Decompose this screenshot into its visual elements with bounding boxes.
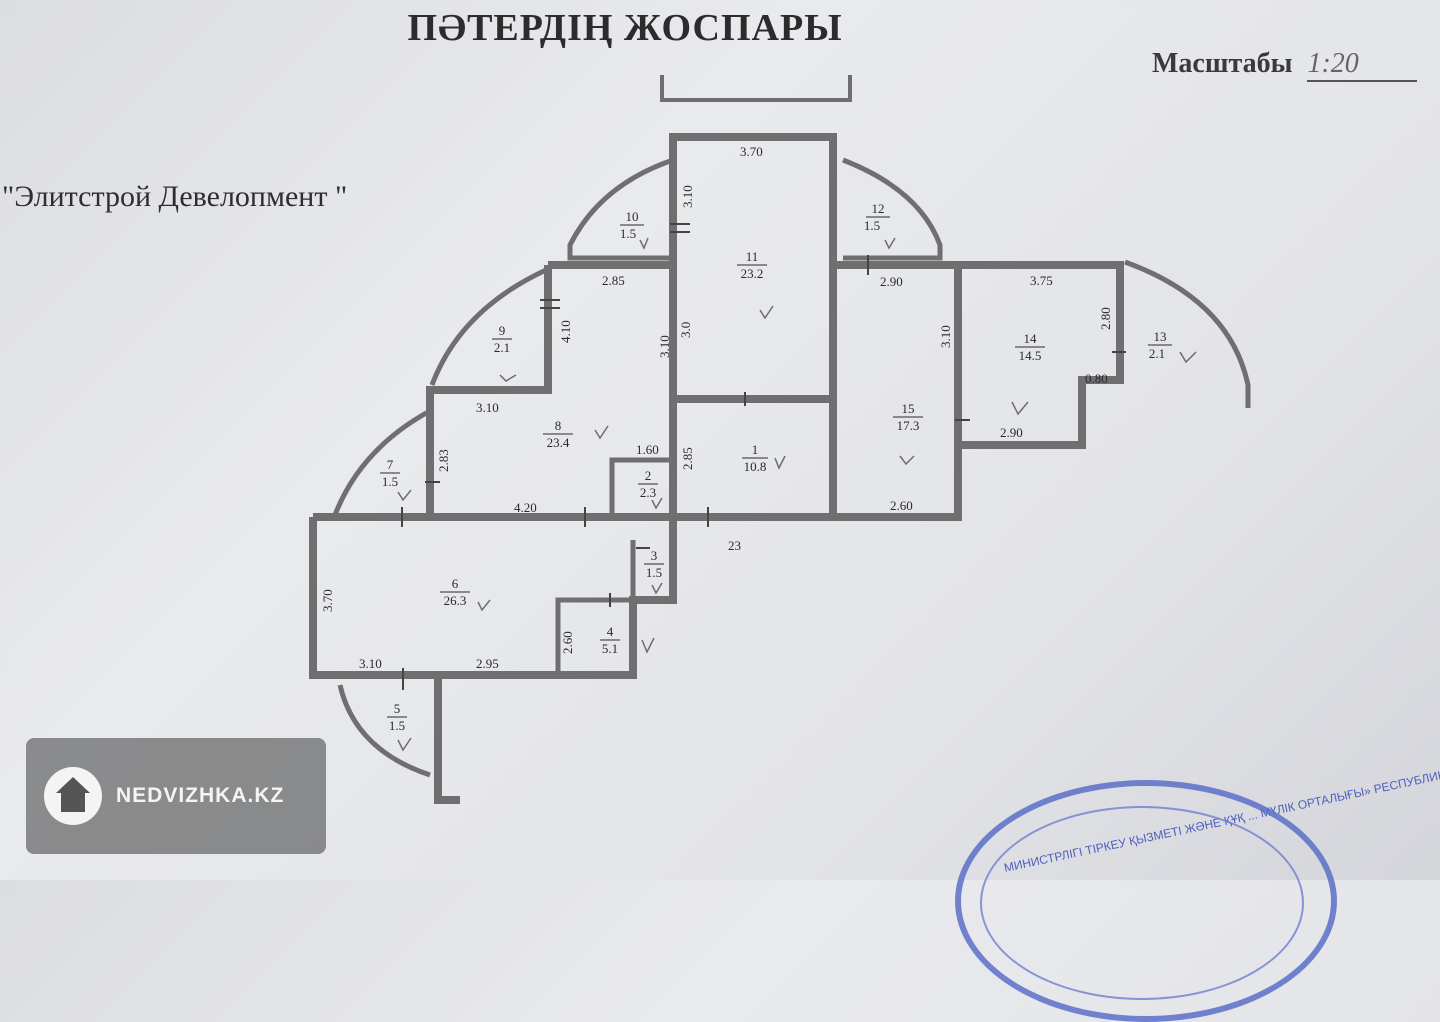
- room-label: 6 26.3: [440, 576, 470, 608]
- scale-value: 1:20: [1307, 48, 1418, 82]
- scale-caption: Масштабы: [1152, 48, 1293, 79]
- dimension-label: 3.75: [1030, 273, 1053, 288]
- check-marks: [397, 237, 1197, 752]
- room-area: 1.5: [864, 218, 880, 233]
- room-label: 2 2.3: [638, 468, 658, 500]
- room-label: 13 2.1: [1148, 329, 1172, 361]
- room-number: 13: [1154, 329, 1167, 344]
- room-area: 23.4: [547, 435, 570, 450]
- dimension-label: 2.60: [890, 498, 913, 513]
- room-area: 1.5: [382, 474, 398, 489]
- room-area: 2.3: [640, 485, 656, 500]
- room-area: 1.5: [620, 226, 636, 241]
- room-label: 1 10.8: [742, 442, 768, 474]
- room-number: 1: [752, 442, 759, 457]
- dimension-label: 3.10: [476, 400, 499, 415]
- room-area: 14.5: [1019, 348, 1042, 363]
- dimension-label: 4.10: [558, 320, 573, 343]
- room-label: 12 1.5: [864, 201, 890, 233]
- room-number: 15: [902, 401, 915, 416]
- room-area: 26.3: [444, 593, 467, 608]
- room-area: 2.1: [494, 340, 510, 355]
- room-area: 23.2: [741, 266, 764, 281]
- room-number: 10: [626, 209, 639, 224]
- room-label: 9 2.1: [492, 323, 512, 355]
- dimension-label: 3.70: [740, 144, 763, 159]
- page-title: ПӘТЕРДІҢ ЖОСПАРЫ: [407, 7, 843, 49]
- room-number: 9: [499, 323, 506, 338]
- dimension-label: 2.90: [880, 274, 903, 289]
- room-label: 3 1.5: [644, 548, 664, 580]
- stamp-inner-ring: [980, 806, 1304, 1000]
- dimension-label: 3.10: [680, 185, 695, 208]
- room-number: 12: [872, 201, 885, 216]
- scale-label: Масштабы 1:20: [1152, 48, 1418, 82]
- dimension-label: 0.80: [1085, 371, 1108, 386]
- room-number: 2: [645, 468, 652, 483]
- dimension-label: 2.83: [436, 449, 451, 472]
- room-area: 5.1: [602, 641, 618, 656]
- room-number: 14: [1024, 331, 1038, 346]
- room-number: 11: [746, 249, 759, 264]
- marker-label: 23: [728, 538, 741, 553]
- dimension-label: 3.10: [938, 325, 953, 348]
- room-label: 8 23.4: [543, 418, 573, 450]
- room-number: 5: [394, 701, 401, 716]
- watermark: NEDVIZHKA.KZ: [26, 738, 326, 854]
- room-label: 15 17.3: [893, 401, 923, 433]
- room-area: 1.5: [646, 565, 662, 580]
- company-name: "Элитстрой Девелопмент ": [2, 180, 348, 213]
- room-number: 4: [607, 624, 614, 639]
- dimension-label: 3.70: [320, 589, 335, 612]
- dimension-label: 2.85: [602, 273, 625, 288]
- room-label: 5 1.5: [387, 701, 407, 733]
- room-label: 11 23.2: [737, 249, 767, 281]
- room-area: 17.3: [897, 418, 920, 433]
- dimension-label: 2.90: [1000, 425, 1023, 440]
- room-label: 7 1.5: [380, 457, 400, 489]
- room-area: 2.1: [1149, 346, 1165, 361]
- room-label: 10 1.5: [620, 209, 644, 241]
- dimension-label: 2.85: [680, 447, 695, 470]
- room-number: 6: [452, 576, 459, 591]
- dimension-label: 3.0: [678, 322, 693, 338]
- room-label: 14 14.5: [1015, 331, 1045, 363]
- dimension-label: 3.10: [359, 656, 382, 671]
- room-area: 10.8: [744, 459, 767, 474]
- room-number: 3: [651, 548, 658, 563]
- house-icon: [44, 767, 102, 825]
- dimension-label: 2.80: [1098, 307, 1113, 330]
- room-area: 1.5: [389, 718, 405, 733]
- room-label: 4 5.1: [600, 624, 620, 656]
- dimension-label: 1.60: [636, 442, 659, 457]
- dimension-label: 2.60: [560, 631, 575, 654]
- watermark-text: NEDVIZHKA.KZ: [116, 784, 285, 807]
- dimension-label: 3.10: [657, 335, 672, 358]
- dimension-label: 4.20: [514, 500, 537, 515]
- room-number: 7: [387, 457, 394, 472]
- dimension-label: 2.95: [476, 656, 499, 671]
- room-number: 8: [555, 418, 562, 433]
